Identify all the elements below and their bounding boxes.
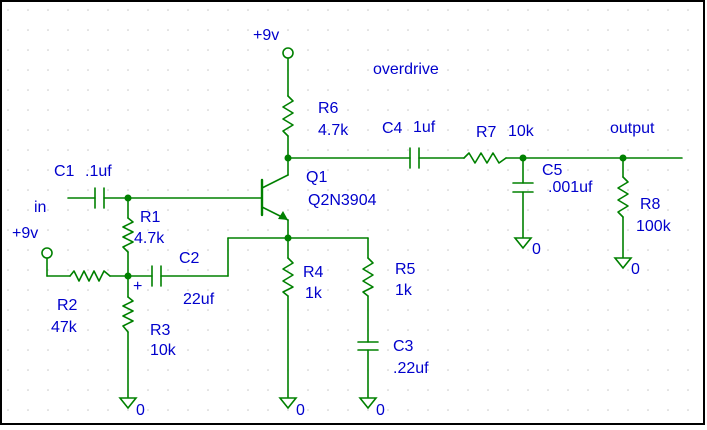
q1-value: Q2N3904: [308, 192, 377, 209]
resistor-r6: [282, 95, 294, 137]
c3-ref: C3: [393, 338, 414, 355]
junctions: [124, 154, 627, 280]
supply-terminal-bias: [41, 247, 53, 259]
ground-symbol-r8: [613, 257, 633, 270]
r4-ref: R4: [303, 264, 324, 281]
emitter-arrow: [278, 211, 288, 220]
r2-ref: R2: [57, 297, 78, 314]
ground-symbol-c5: [513, 237, 533, 250]
resistor-r2: [69, 270, 111, 282]
title-label: overdrive: [373, 61, 439, 78]
ground-label-r3: 0: [136, 402, 145, 419]
ground-symbol-r3: [118, 397, 138, 410]
r7-value: 10k: [508, 123, 535, 140]
capacitor-c1: [94, 187, 105, 209]
resistor-r3: [122, 296, 134, 333]
ground-label-r4: 0: [296, 402, 305, 419]
c1-ref: C1: [54, 163, 75, 180]
capacitor-c3: [357, 341, 379, 351]
capacitor-c5: [512, 182, 534, 193]
c4-ref: C4: [382, 120, 403, 137]
supply-label-bias: +9v: [12, 225, 38, 242]
r6-value: 4.7k: [318, 122, 349, 139]
ground-symbol-r4: [278, 397, 298, 410]
capacitor-c4: [409, 147, 420, 169]
c3-value: .22uf: [393, 360, 429, 377]
wires: [46, 57, 683, 399]
resistor-r1: [122, 217, 134, 253]
q1-ref: Q1: [306, 169, 327, 186]
r7-ref: R7: [476, 124, 497, 141]
c1-value: .1uf: [85, 163, 112, 180]
c2-ref: C2: [179, 250, 200, 267]
r3-ref: R3: [150, 322, 171, 339]
r3-value: 10k: [150, 342, 177, 359]
r8-ref: R8: [640, 196, 661, 213]
r5-value: 1k: [395, 282, 413, 299]
resistor-r8: [617, 176, 629, 218]
r6-ref: R6: [318, 100, 339, 117]
input-label: in: [34, 199, 46, 216]
ground-symbol-c3: [358, 397, 378, 410]
r1-ref: R1: [140, 209, 161, 226]
grid-dots: [7, 9, 689, 411]
capacitor-c2: [151, 265, 162, 287]
resistor-r7: [463, 152, 507, 164]
r2-value: 47k: [51, 319, 78, 336]
r5-ref: R5: [395, 261, 416, 278]
c2-value: 22uf: [183, 291, 215, 308]
ground-label-r8: 0: [631, 261, 640, 278]
resistor-r5: [362, 257, 374, 297]
c4-value: 1uf: [413, 119, 436, 136]
ground-label-c5: 0: [532, 241, 541, 258]
supply-terminal-top: [282, 47, 294, 59]
resistor-r4: [282, 257, 294, 297]
ground-label-c3: 0: [376, 402, 385, 419]
output-label: output: [610, 120, 655, 137]
transistor-q1: [260, 174, 289, 221]
r1-value: 4.7k: [134, 230, 165, 247]
c5-value: .001uf: [548, 179, 593, 196]
r4-value: 1k: [305, 285, 323, 302]
supply-label-top: +9v: [253, 27, 279, 44]
r8-value: 100k: [636, 218, 672, 235]
c5-ref: C5: [542, 162, 563, 179]
c2-plus-mark: +: [133, 278, 142, 295]
